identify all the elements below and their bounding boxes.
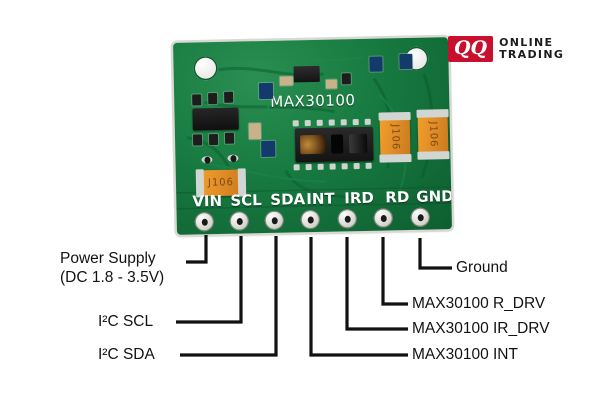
leader-ird [345,237,408,331]
pcb-board: MAX30100 J106 [173,37,455,245]
pin-pad-sda[interactable] [264,210,284,231]
smd-resistor [341,73,351,85]
annotation-i2c-sda-text: I²C SDA [98,346,155,363]
pin-label-gnd: GND [416,187,452,206]
capacitor-label: J106 [389,124,401,151]
pcb-substrate: MAX30100 J106 [173,37,452,235]
pin-label-rd: RD [385,187,410,207]
silkscreen-title: MAX30100 [270,91,356,111]
regulator-ic [192,107,239,131]
capacitor-label: J106 [207,177,235,189]
smd-resistor-array [369,56,383,72]
annotation-int-text: MAX30100 INT [412,346,518,363]
annotation-r-drv: MAX30100 R_DRV [412,295,545,314]
sensor-photodiode-window [330,134,344,154]
capacitor-j106-right-2: J106 [416,109,450,160]
max30100-sensor-ic [294,126,374,163]
annotation-ir-drv-text: MAX30100 IR_DRV [412,320,550,337]
sensor-led-window [299,134,326,155]
annotation-power-supply-line2: (DC 1.8 - 3.5V) [60,268,165,286]
pin-pad-scl[interactable] [229,211,249,231]
smd-capacitor [279,76,293,86]
smd-capacitor [248,123,262,140]
sot23-transistor [293,65,320,83]
pin-label-int: INT [306,189,335,209]
leader-scl [176,236,243,324]
capacitor-label: J106 [427,121,439,148]
annotation-ground: Ground [456,259,508,278]
smd-resistor [192,134,203,146]
smd-capacitor [325,79,338,89]
annotation-ir-drv: MAX30100 IR_DRV [412,320,550,339]
annotation-i2c-scl: I²C SCL [98,313,153,332]
logo-wordmark: ONLINE TRADING [499,37,564,60]
annotation-ground-text: Ground [456,259,508,276]
leader-rd [381,237,408,306]
smd-resistor [224,132,235,144]
qq-online-trading-logo: QQ ONLINE TRADING [448,36,564,62]
logo-line-1: ONLINE [499,36,554,50]
smd-resistor [208,133,219,146]
annotation-i2c-scl-text: I²C SCL [98,313,154,330]
annotation-i2c-sda: I²C SDA [98,346,155,365]
pin-pad-rd[interactable] [373,208,393,228]
smd-resistor [208,92,218,105]
logo-line-2: TRADING [499,48,565,61]
pin-label-ird: IRD [344,188,375,208]
smd-resistor-array [261,140,276,158]
pin-pad-int[interactable] [300,209,320,230]
pin-pad-vin[interactable] [194,212,214,232]
logo-mark: QQ [448,36,494,62]
annotation-power-supply-line1: Power Supply [60,250,156,267]
annotation-r-drv-text: MAX30100 R_DRV [412,295,546,312]
pin-label-sda: SDA [270,190,306,209]
pin-label-vin: VIN [192,191,223,211]
pin-label-scl: SCL [230,191,262,210]
pin-pad-row [177,207,452,235]
annotation-power-supply: Power Supply (DC 1.8 - 3.5V) [60,250,164,288]
sensor-aux-window [348,133,368,154]
leader-int [309,237,408,357]
smd-resistor [192,94,202,106]
pin-pad-gnd[interactable] [410,207,430,227]
smd-resistor [224,91,234,103]
capacitor-j106-right-1: J106 [378,111,412,163]
smd-resistor-array [399,53,413,70]
smd-resistor-array [258,82,274,100]
annotation-int: MAX30100 INT [412,346,518,365]
pin-pad-ird[interactable] [337,209,357,229]
leader-sda [180,236,278,357]
